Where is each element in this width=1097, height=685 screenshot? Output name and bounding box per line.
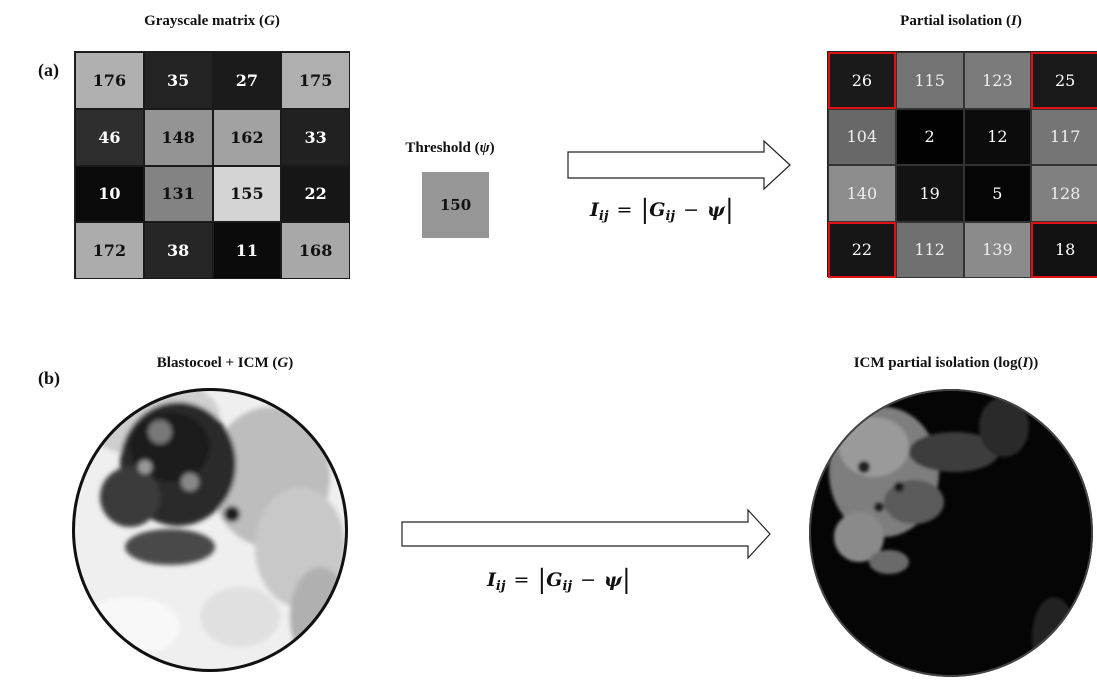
formula-b: Iij=|Gij−ψ| xyxy=(487,565,631,595)
partial-isolation-matrix-cell: 104 xyxy=(828,108,896,165)
icm-partial-isolation-title: ICM partial isolation (log(I)) xyxy=(853,355,1039,371)
blastocoel-icm-image xyxy=(72,388,348,672)
grayscale-matrix-cell: 148 xyxy=(143,108,213,166)
grayscale-matrix-cell: 176 xyxy=(75,52,144,109)
partial-isolation-matrix-cell: 26 xyxy=(828,52,896,109)
grayscale-matrix-cell: 168 xyxy=(281,222,350,279)
partial-isolation-matrix-cell: 117 xyxy=(1031,108,1097,165)
partial-isolation-matrix-cell: 115 xyxy=(895,52,964,109)
partial-isolation-matrix-cell: 5 xyxy=(963,165,1032,222)
partial-isolation-matrix-cell: 25 xyxy=(1031,52,1097,109)
grayscale-matrix-cell: 35 xyxy=(143,52,213,109)
partial-isolation-matrix-cell: 139 xyxy=(963,221,1032,278)
partial-isolation-matrix-cell: 12 xyxy=(963,108,1032,165)
threshold-title: Threshold (ψ) xyxy=(405,140,495,156)
partial-isolation-matrix-cell: 140 xyxy=(828,165,896,222)
partial-isolation-matrix-cell: 2 xyxy=(895,108,964,165)
grayscale-matrix-cell: 38 xyxy=(143,222,213,279)
formula-a: Iij=|Gij−ψ| xyxy=(590,195,734,225)
grayscale-matrix-cell: 131 xyxy=(143,165,213,223)
grayscale-matrix-cell: 27 xyxy=(212,52,282,109)
blastocoel-icm-title: Blastocoel + ICM (G) xyxy=(156,355,294,371)
partial-isolation-matrix-cell: 18 xyxy=(1031,221,1097,278)
partial-isolation-title: Partial isolation (I) xyxy=(900,13,1022,29)
partial-isolation-matrix-cell: 22 xyxy=(828,221,896,278)
partial-isolation-matrix-cell: 123 xyxy=(963,52,1032,109)
grayscale-matrix-cell: 162 xyxy=(212,108,282,166)
panel-b-label: (b) xyxy=(38,368,60,388)
partial-isolation-matrix-cell: 112 xyxy=(895,221,964,278)
grayscale-matrix-cell: 155 xyxy=(212,165,282,223)
panel-a-label: (a) xyxy=(38,60,59,80)
grayscale-matrix-cell: 33 xyxy=(281,108,350,166)
grayscale-matrix-cell: 175 xyxy=(281,52,350,109)
partial-isolation-matrix-cell: 19 xyxy=(895,165,964,222)
icm-partial-isolation-image xyxy=(809,389,1093,677)
grayscale-matrix-cell: 11 xyxy=(212,222,282,279)
grayscale-matrix-cell: 46 xyxy=(75,108,144,166)
arrow-a xyxy=(567,139,791,191)
partial-isolation-matrix-cell: 128 xyxy=(1031,165,1097,222)
grayscale-matrix-cell: 22 xyxy=(281,165,350,223)
arrow-b xyxy=(401,508,771,560)
threshold-value-box: 150 xyxy=(422,172,489,238)
grayscale-matrix-cell: 172 xyxy=(75,222,144,279)
grayscale-matrix-cell: 10 xyxy=(75,165,144,223)
grayscale-matrix-title: Grayscale matrix (G) xyxy=(144,13,280,29)
